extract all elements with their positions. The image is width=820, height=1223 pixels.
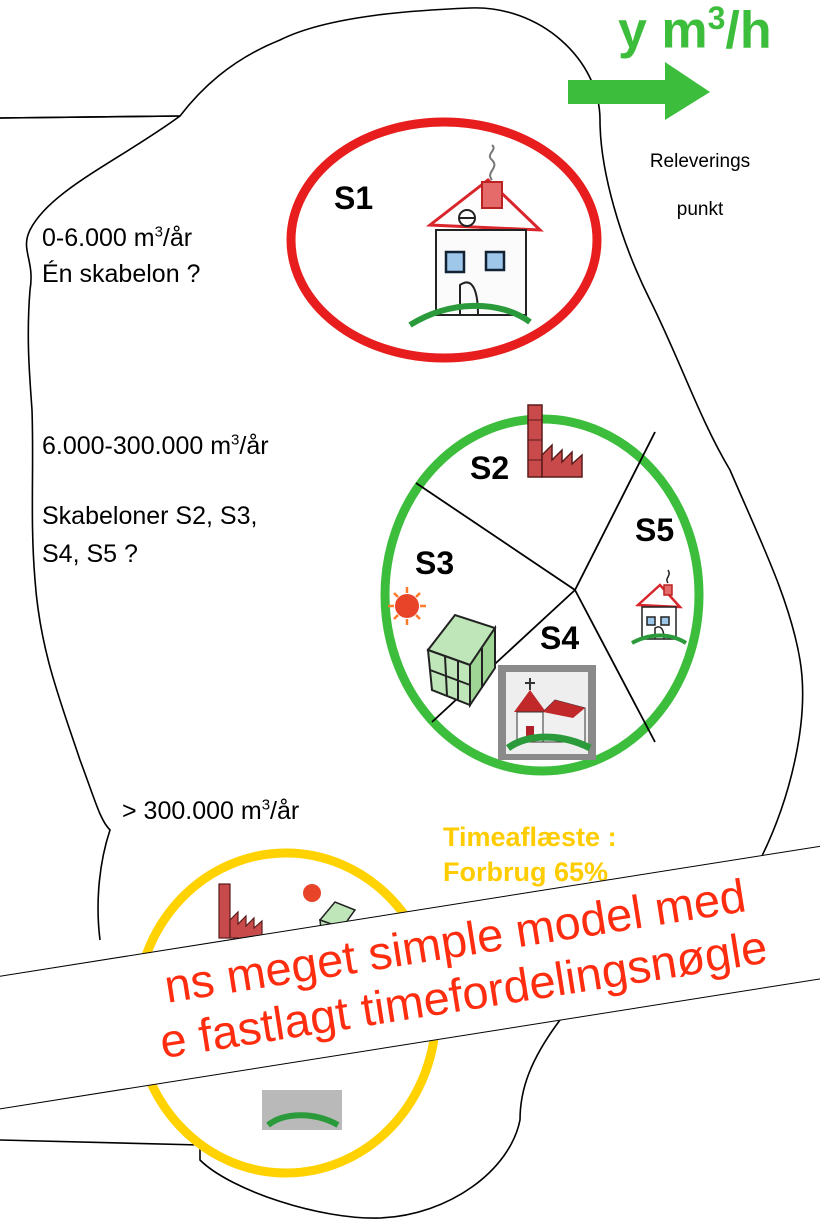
house-icon-small [631, 569, 688, 645]
hourly-read-label: Timeaflæste : Forbrug 65% [443, 822, 617, 888]
segment-s5-label: S5 [635, 512, 675, 548]
divider-s4-s5 [574, 589, 656, 743]
delivery-point-label: Releverings punkt [649, 151, 751, 220]
divider-s2-s5 [574, 431, 656, 591]
band1-range: 0-6.000 m3/år [42, 223, 193, 252]
segment-s2-label: S2 [470, 450, 510, 486]
house-icon-large [408, 144, 544, 328]
band2-templates-line2: S4, S5 ? [42, 540, 138, 568]
factory-icon-2 [218, 883, 263, 939]
band1-question: Én skabelon ? [42, 260, 201, 288]
church-icon [498, 665, 596, 760]
s1-circle [286, 117, 602, 363]
segment-s1-label: S1 [334, 180, 374, 216]
divider-s2-s3 [415, 482, 576, 591]
supply-area-outline [0, 7, 804, 1219]
sun-icon [388, 587, 426, 625]
segment-s3-label: S3 [415, 545, 455, 581]
band2-templates-line1: Skabeloner S2, S3, [42, 502, 258, 530]
supply-area-left-edge [25, 115, 181, 941]
band3-range: > 300.000 m3/år [122, 796, 300, 825]
band2-range: 6.000-300.000 m3/år [42, 431, 269, 460]
segment-s4-label: S4 [540, 620, 580, 656]
factory-icon [527, 404, 583, 478]
flow-rate-label: y m3/h [618, 0, 772, 60]
sun-icon-2 [303, 884, 321, 902]
greenhouse-icon [426, 613, 497, 709]
flow-arrow [568, 62, 710, 120]
